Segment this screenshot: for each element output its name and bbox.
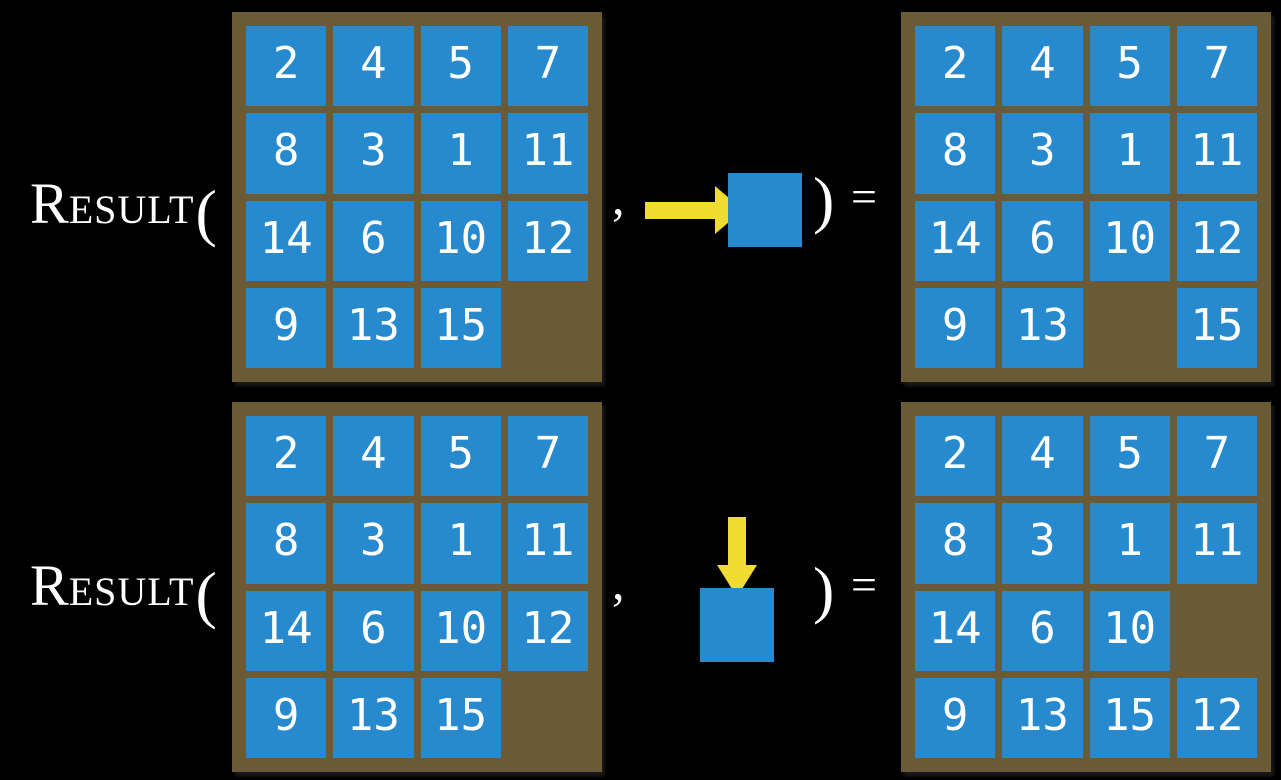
puzzle-tile: 5 — [420, 26, 501, 107]
empty-cell — [1090, 288, 1170, 368]
puzzle-tile: 7 — [1176, 26, 1257, 107]
result-label-smallcaps: ESULT — [68, 187, 195, 232]
puzzle-tile: 13 — [1002, 287, 1083, 368]
empty-cell — [1177, 591, 1257, 671]
puzzle-tile: 15 — [420, 677, 501, 758]
puzzle-tile: 11 — [1176, 503, 1257, 584]
result-label-cap: R — [30, 171, 69, 236]
empty-cell — [508, 288, 588, 368]
puzzle-tile: 12 — [1176, 677, 1257, 758]
action-tile-square — [700, 588, 774, 662]
puzzle-tile: 1 — [420, 503, 501, 584]
puzzle-tile: 3 — [1002, 503, 1083, 584]
equals-sign: = — [851, 171, 877, 222]
puzzle-tile: 7 — [1176, 416, 1257, 497]
puzzle-tile: 3 — [333, 503, 414, 584]
open-paren: ( — [195, 177, 217, 248]
arrow-down-icon — [717, 517, 757, 597]
puzzle-tile: 6 — [333, 200, 414, 281]
puzzle-tile: 2 — [246, 26, 327, 107]
puzzle-tile: 9 — [246, 677, 327, 758]
puzzle-tile: 15 — [1176, 287, 1257, 368]
puzzle-tile: 13 — [1002, 677, 1083, 758]
puzzle-tile: 5 — [1089, 26, 1170, 107]
puzzle-tile: 14 — [246, 200, 327, 281]
puzzle-tile: 1 — [1089, 503, 1170, 584]
puzzle-tile: 9 — [915, 287, 996, 368]
puzzle-tile: 10 — [420, 590, 501, 671]
puzzle-tile: 6 — [1002, 590, 1083, 671]
puzzle-tile: 9 — [915, 677, 996, 758]
puzzle-tile: 15 — [1089, 677, 1170, 758]
puzzle-tile: 7 — [507, 26, 588, 107]
puzzle-tile: 5 — [1089, 416, 1170, 497]
puzzle-tile: 8 — [915, 503, 996, 584]
puzzle-tile: 1 — [420, 113, 501, 194]
puzzle-tile: 5 — [420, 416, 501, 497]
puzzle-tile: 6 — [333, 590, 414, 671]
puzzle-tile: 3 — [333, 113, 414, 194]
empty-cell — [508, 678, 588, 758]
puzzle-tile: 12 — [1176, 200, 1257, 281]
comma: , — [612, 169, 625, 225]
puzzle-tile: 10 — [1089, 590, 1170, 671]
open-paren: ( — [195, 559, 217, 630]
action-tile-square — [728, 173, 802, 247]
puzzle-tile: 11 — [507, 113, 588, 194]
puzzle-tile: 14 — [915, 590, 996, 671]
puzzle-tile: 8 — [246, 503, 327, 584]
puzzle-tile: 14 — [246, 590, 327, 671]
puzzle-tile: 13 — [333, 677, 414, 758]
equals-sign: = — [851, 559, 877, 610]
result-label-smallcaps: ESULT — [68, 569, 195, 614]
puzzle-tile: 8 — [246, 113, 327, 194]
close-paren: ) — [813, 164, 835, 235]
puzzle-tile: 2 — [915, 26, 996, 107]
puzzle-tile: 9 — [246, 287, 327, 368]
puzzle-tile: 12 — [507, 200, 588, 281]
result-label-cap: R — [30, 553, 69, 618]
puzzle-tile: 10 — [1089, 200, 1170, 281]
close-paren: ) — [813, 554, 835, 625]
puzzle-tile: 8 — [915, 113, 996, 194]
puzzle-tile: 1 — [1089, 113, 1170, 194]
puzzle-tile: 3 — [1002, 113, 1083, 194]
puzzle-tile: 4 — [1002, 26, 1083, 107]
puzzle-tile: 4 — [333, 26, 414, 107]
puzzle-tile: 7 — [507, 416, 588, 497]
puzzle-tile: 12 — [507, 590, 588, 671]
puzzle-tile: 6 — [1002, 200, 1083, 281]
puzzle-tile: 11 — [1176, 113, 1257, 194]
puzzle-tile: 10 — [420, 200, 501, 281]
result-function-label: RESULT( — [30, 175, 217, 245]
puzzle-tile: 14 — [915, 200, 996, 281]
puzzle-tile: 4 — [1002, 416, 1083, 497]
comma: , — [612, 554, 625, 610]
puzzle-tile: 11 — [507, 503, 588, 584]
puzzle-tile: 15 — [420, 287, 501, 368]
puzzle-tile: 13 — [333, 287, 414, 368]
puzzle-tile: 2 — [246, 416, 327, 497]
puzzle-tile: 2 — [915, 416, 996, 497]
puzzle-tile: 4 — [333, 416, 414, 497]
result-function-label: RESULT( — [30, 557, 217, 627]
